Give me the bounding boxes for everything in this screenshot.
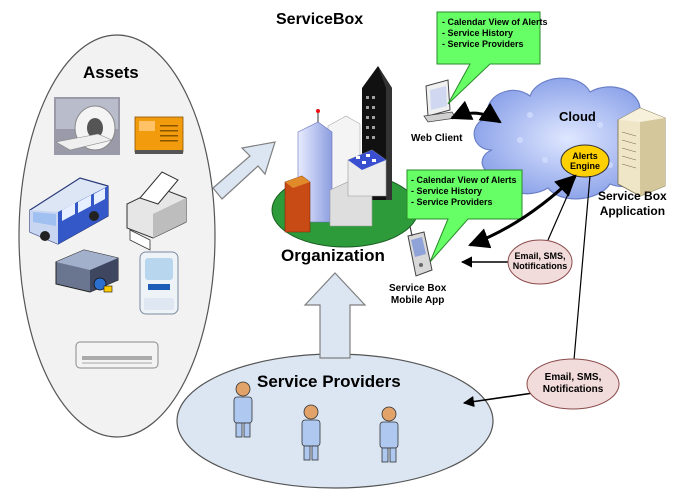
notify-line: Email, SMS, <box>514 251 566 261</box>
server-unit-icon <box>55 249 119 293</box>
webclient-cloud-arrow <box>450 100 502 124</box>
notify-small-text: Email, SMS, Notifications <box>508 251 572 271</box>
large-pill-to-providers-arrow <box>462 391 541 408</box>
organization-label: Organization <box>281 246 385 265</box>
service-provider-person-icon <box>379 406 399 463</box>
alerts-engine-ellipse <box>560 144 610 178</box>
callout-item: - Service Providers <box>442 39 524 49</box>
engine-to-small-pill-line <box>547 175 577 241</box>
callout-item: - Service History <box>411 186 483 196</box>
callout-item: - Calendar View of Alerts <box>442 17 548 27</box>
diagram-title: ServiceBox <box>276 11 364 28</box>
service-provider-person-icon <box>301 404 321 461</box>
mobile-app-callout-text: - Calendar View of Alerts - Service Hist… <box>411 175 517 208</box>
mobile-cloud-arrow <box>468 174 577 249</box>
assets-label: Assets <box>83 63 139 82</box>
application-label-line: Application <box>599 204 666 218</box>
air-conditioner-icon <box>75 341 159 369</box>
callout-item: - Service History <box>442 28 514 38</box>
mobile-app-label-line: Service Box <box>389 283 447 294</box>
mobile-app-label-line: Mobile App <box>390 295 445 306</box>
service-providers-label: Service Providers <box>257 372 401 391</box>
notify-large-pill <box>526 358 620 410</box>
callout-item: - Calendar View of Alerts <box>411 175 517 185</box>
printer-icon <box>126 171 187 251</box>
notify-line: Notifications <box>542 384 604 395</box>
service-provider-person-icon <box>233 381 253 438</box>
generator-icon <box>134 116 184 154</box>
organization-buildings-icon <box>271 66 419 248</box>
callout-item: - Service Providers <box>411 197 493 207</box>
notify-line: Email, SMS, <box>544 372 602 383</box>
application-label: Service Box Application <box>598 189 667 219</box>
assets-to-organization-arrow <box>212 141 276 200</box>
web-client-monitor-icon <box>423 79 457 123</box>
water-purifier-icon <box>139 251 179 315</box>
cloud-label: Cloud <box>559 109 596 124</box>
alerts-engine-line: Engine <box>569 161 600 171</box>
notify-large-text: Email, SMS, Notifications <box>527 372 619 396</box>
engine-to-large-pill-line <box>573 175 591 361</box>
bus-icon <box>29 177 109 245</box>
providers-to-organization-arrow <box>303 272 367 359</box>
application-label-line: Service Box <box>598 189 667 203</box>
mobile-phone-icon <box>407 225 433 277</box>
ct-scanner-icon <box>54 97 120 155</box>
notify-line: Notifications <box>512 261 568 271</box>
mobile-app-label: Service Box Mobile App <box>389 283 446 307</box>
web-client-callout <box>436 11 541 105</box>
alerts-engine-line: Alerts <box>572 151 598 161</box>
web-client-label: Web Client <box>411 133 463 144</box>
notify-small-pill <box>507 239 573 285</box>
application-server-icon <box>617 107 666 197</box>
web-client-callout-text: - Calendar View of Alerts - Service Hist… <box>442 17 548 50</box>
alerts-engine-label: Alerts Engine <box>561 151 609 171</box>
